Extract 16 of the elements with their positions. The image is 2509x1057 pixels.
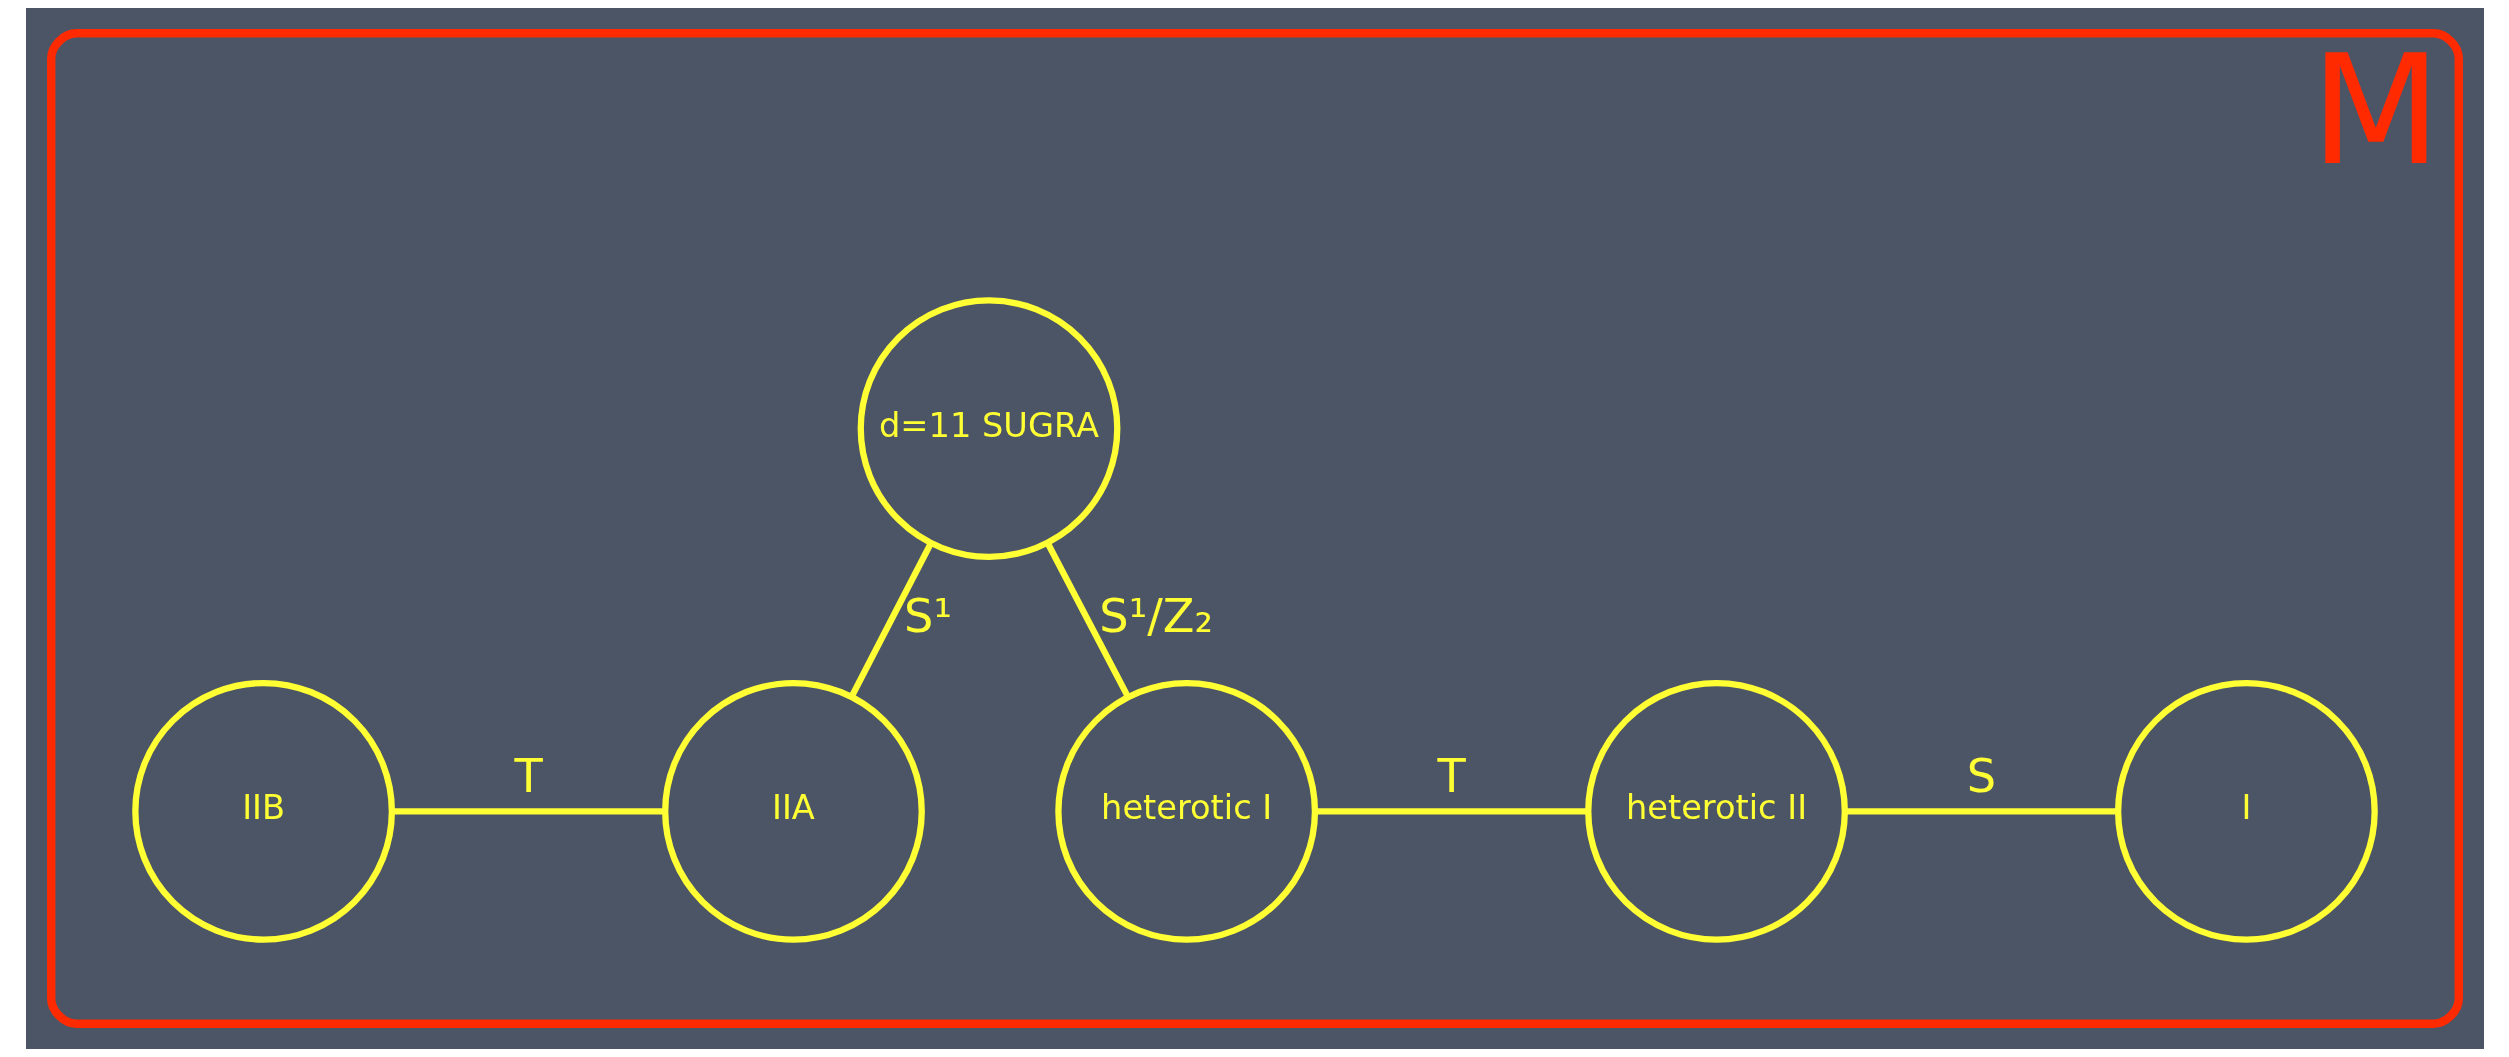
connector bbox=[848, 541, 934, 698]
edge-label: S¹ bbox=[903, 588, 952, 643]
node-circle: d=11 SUGRA bbox=[857, 297, 1120, 561]
node-circle: I bbox=[2114, 679, 2378, 943]
edge-label: T bbox=[513, 748, 543, 803]
connector bbox=[1844, 808, 2117, 815]
connector bbox=[391, 808, 665, 815]
node-circle: heterotic II bbox=[1584, 679, 1848, 943]
edge-label: S bbox=[1966, 748, 1996, 803]
edge-label: S¹/Z₂ bbox=[1098, 588, 1213, 643]
node-circle: IIA bbox=[661, 679, 925, 943]
connector bbox=[1044, 541, 1131, 699]
node-circle: heterotic I bbox=[1054, 679, 1318, 943]
edge-label: T bbox=[1436, 748, 1466, 803]
node-circle: IIB bbox=[131, 679, 395, 943]
connector bbox=[1314, 808, 1588, 815]
